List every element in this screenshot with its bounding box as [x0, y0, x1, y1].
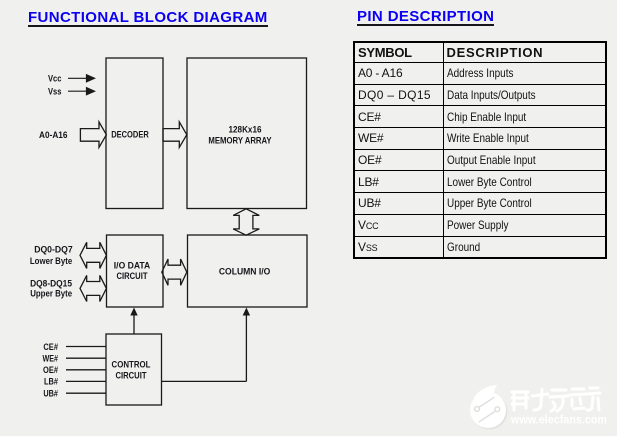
svg-text:CIRCUIT: CIRCUIT	[117, 271, 148, 282]
svg-text:128Kx16: 128Kx16	[229, 124, 262, 135]
svg-text:www.elecfans.com: www.elecfans.com	[510, 415, 607, 427]
svg-text:UB#: UB#	[43, 388, 58, 398]
svg-text:CIRCUIT: CIRCUIT	[116, 370, 147, 381]
svg-text:DECODER: DECODER	[111, 129, 149, 140]
svg-text:CE#: CE#	[43, 342, 58, 352]
svg-text:CONTROL: CONTROL	[112, 360, 151, 371]
svg-text:WE#: WE#	[43, 354, 59, 364]
svg-text:A0-A16: A0-A16	[39, 130, 68, 141]
svg-text:Lower Byte: Lower Byte	[30, 256, 72, 266]
svg-text:Vss: Vss	[48, 86, 62, 97]
svg-text:COLUMN I/O: COLUMN I/O	[219, 267, 271, 278]
svg-text:LB#: LB#	[44, 377, 58, 387]
svg-text:Upper Byte: Upper Byte	[30, 288, 72, 298]
svg-text:MEMORY ARRAY: MEMORY ARRAY	[208, 136, 272, 147]
svg-text:DQ0-DQ7: DQ0-DQ7	[34, 245, 73, 255]
svg-text:DQ8-DQ15: DQ8-DQ15	[30, 278, 72, 288]
svg-text:Vcc: Vcc	[48, 74, 62, 85]
svg-text:I/O DATA: I/O DATA	[114, 260, 151, 271]
svg-text:OE#: OE#	[43, 365, 58, 375]
